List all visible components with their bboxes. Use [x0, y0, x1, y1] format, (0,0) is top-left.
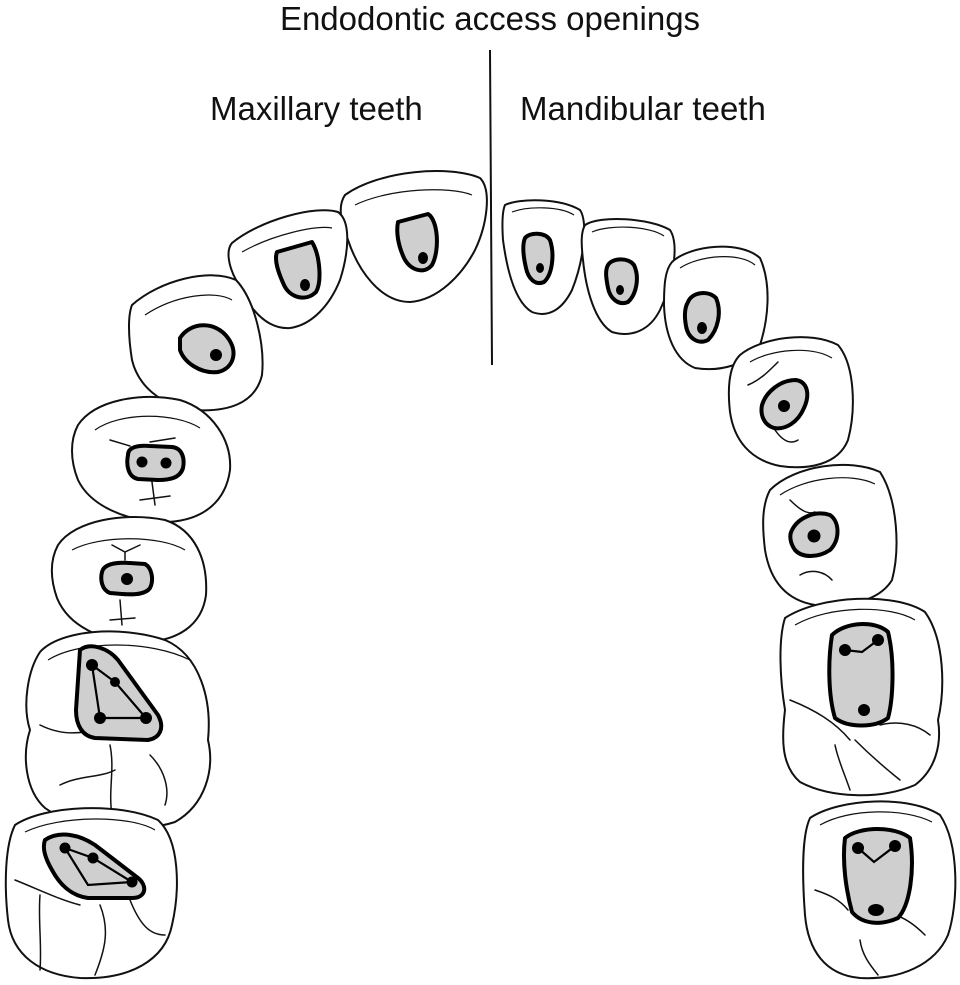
mandibular-second-premolar	[762, 463, 898, 607]
mandibular-label: Mandibular teeth	[520, 90, 766, 127]
maxillary-central-incisor	[339, 170, 488, 304]
maxillary-second-molar	[4, 807, 178, 980]
figure-title: Endodontic access openings	[279, 0, 701, 37]
mandibular-central-incisor	[501, 199, 586, 315]
mandibular-lateral-incisor	[580, 217, 676, 335]
mandibular-canine	[662, 245, 769, 371]
mandibular-first-molar	[779, 597, 944, 797]
maxillary-canine	[128, 274, 264, 412]
midline-divider	[489, 49, 493, 366]
maxillary-first-premolar	[71, 396, 232, 524]
mandibular-first-premolar	[727, 336, 854, 469]
maxillary-first-molar	[24, 630, 212, 831]
maxillary-label: Maxillary teeth	[210, 90, 423, 127]
mandibular-second-molar	[802, 800, 957, 980]
maxillary-second-premolar	[50, 516, 208, 644]
maxillary-lateral-incisor	[227, 209, 349, 330]
